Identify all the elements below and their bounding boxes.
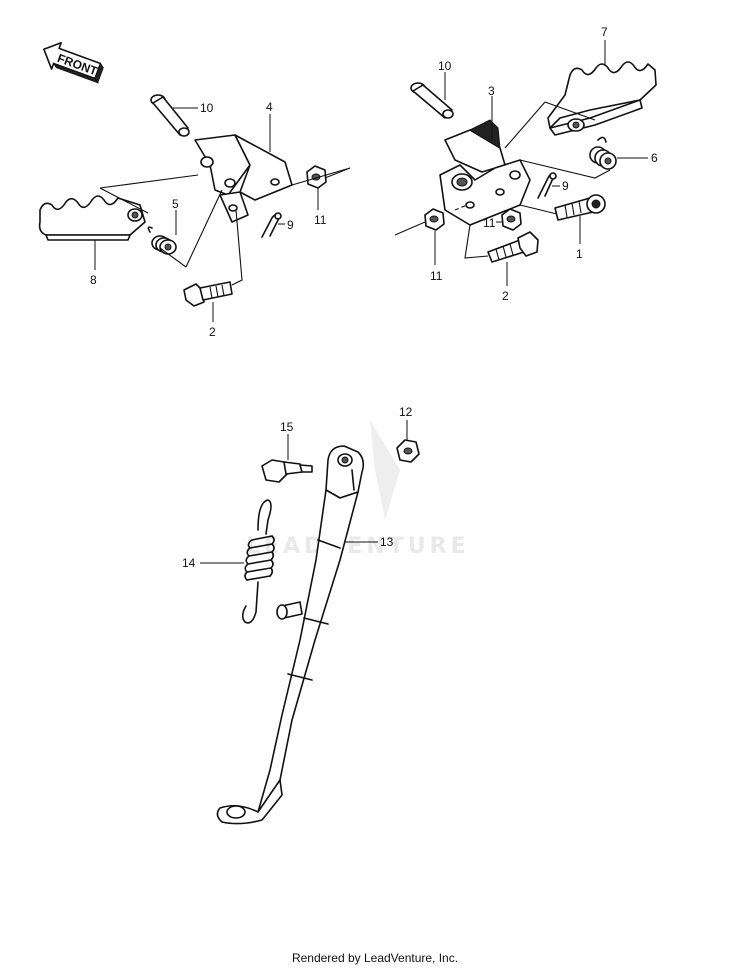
callout-right-2: 2 — [502, 289, 509, 303]
callout-right-7: 7 — [601, 25, 608, 39]
footer-credit: Rendered by LeadVenture, Inc. — [291, 951, 459, 965]
part-spring-right — [589, 136, 617, 170]
part-cotter-right — [537, 172, 557, 199]
part-nut-12 — [396, 439, 420, 463]
part-nut-left — [306, 165, 327, 189]
part-bolt-right-2 — [487, 231, 539, 263]
callout-left-2: 2 — [209, 325, 216, 339]
part-pin-right — [410, 82, 454, 119]
callout-left-8: 8 — [90, 273, 97, 287]
callout-right-11b: 11 — [430, 269, 443, 283]
callout-right-6: 6 — [651, 151, 658, 165]
left-footpeg-assembly: 10 4 11 9 — [38, 94, 351, 339]
callout-right-11a: 11 — [483, 216, 496, 230]
part-bracket-right — [439, 119, 531, 226]
callout-left-11: 11 — [314, 213, 327, 227]
front-arrow-icon: FRONT — [43, 41, 104, 84]
right-footpeg-assembly: 10 3 7 — [394, 25, 658, 303]
callout-stand-13: 13 — [380, 535, 394, 549]
callout-right-9: 9 — [562, 179, 569, 193]
callout-stand-14: 14 — [182, 556, 196, 570]
callout-stand-15: 15 — [280, 420, 294, 434]
part-spring-left — [147, 226, 177, 255]
callout-left-10: 10 — [200, 101, 214, 115]
part-footpeg-right — [547, 61, 657, 136]
callout-left-9: 9 — [287, 218, 294, 232]
side-stand-assembly: 15 12 14 — [182, 405, 420, 825]
callout-stand-12: 12 — [399, 405, 413, 419]
part-nut-right-left — [424, 208, 445, 231]
watermark: LEADVENTURE — [246, 420, 470, 559]
part-bolt-15 — [261, 459, 313, 483]
part-pin-left — [150, 94, 190, 137]
callout-right-10: 10 — [438, 59, 452, 73]
part-bracket-left — [194, 134, 293, 223]
part-stand-13 — [216, 445, 365, 825]
part-footpeg-left — [38, 195, 146, 241]
part-cotter-left — [261, 212, 282, 238]
callout-right-3: 3 — [488, 84, 495, 98]
part-bolt-left — [183, 281, 233, 307]
part-spring-14 — [241, 499, 275, 624]
watermark-text: LEADVENTURE — [246, 534, 470, 559]
callout-left-4: 4 — [266, 100, 273, 114]
callout-right-1: 1 — [576, 247, 583, 261]
part-nut-right-middle — [501, 208, 522, 231]
callout-left-5: 5 — [172, 197, 179, 211]
part-bolt-1 — [554, 194, 606, 221]
